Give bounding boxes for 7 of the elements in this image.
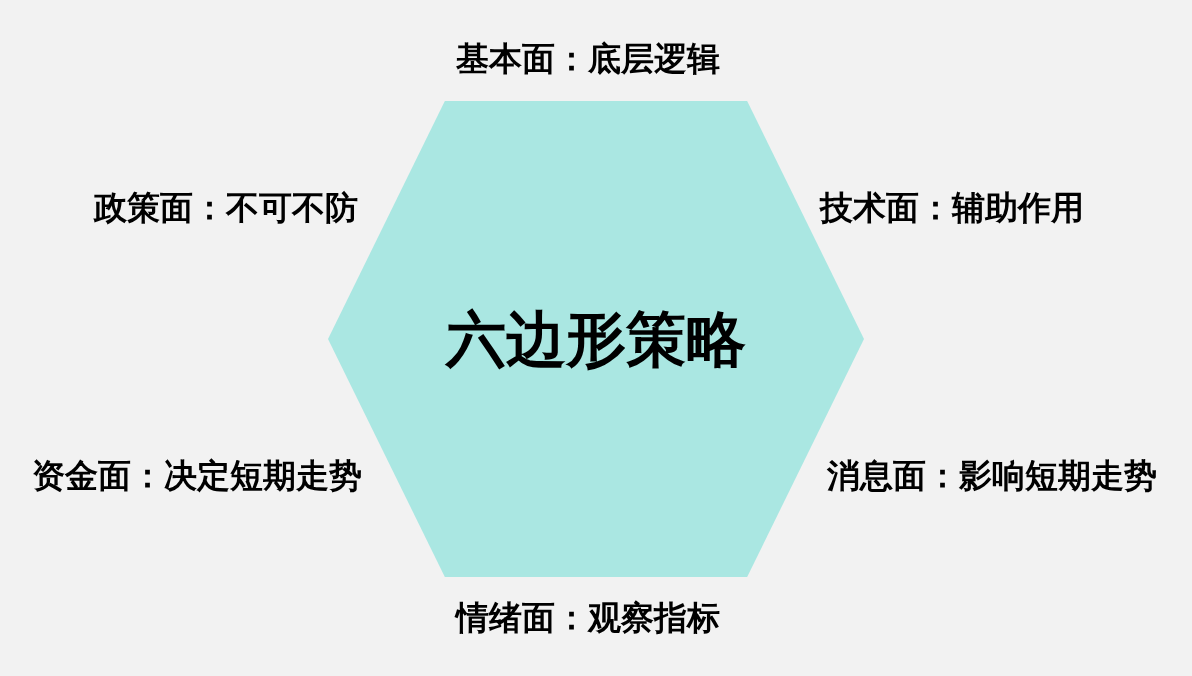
center-title: 六边形策略 <box>446 306 746 372</box>
facet-label: 消息面：影响短期走势 <box>827 457 1157 495</box>
facet-label: 技术面：辅助作用 <box>820 189 1084 227</box>
facet-label: 情绪面：观察指标 <box>456 599 720 637</box>
facet-label: 资金面：决定短期走势 <box>32 457 362 495</box>
facet-label: 基本面：底层逻辑 <box>456 40 720 78</box>
facet-label: 政策面：不可不防 <box>94 189 358 227</box>
